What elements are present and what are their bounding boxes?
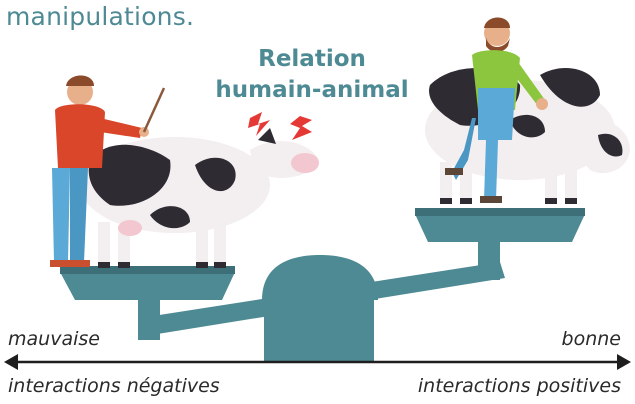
- stick: [142, 87, 166, 133]
- label-negative-interactions: interactions négatives: [8, 375, 220, 397]
- label-good: bonne: [561, 328, 621, 350]
- label-positive-interactions: interactions positives: [417, 375, 621, 397]
- relation-title: Relation humain-animal: [212, 44, 412, 106]
- caption-fragment: manipulations.: [6, 2, 195, 31]
- relation-title-line2: humain-animal: [215, 77, 409, 103]
- relation-title-line1: Relation: [258, 46, 366, 72]
- cow-left: [80, 128, 319, 268]
- double-arrow: [4, 354, 631, 370]
- left-pan-stem: [138, 300, 160, 340]
- right-pan: [415, 214, 585, 242]
- balance-scale: [60, 208, 585, 362]
- left-pan: [60, 272, 235, 300]
- farmer-right: [445, 17, 548, 203]
- scale-beam: [140, 262, 505, 336]
- lightning-icon: [248, 112, 312, 140]
- farmer-left: [50, 75, 149, 267]
- right-pan-stem: [478, 240, 500, 280]
- label-bad: mauvaise: [8, 328, 100, 350]
